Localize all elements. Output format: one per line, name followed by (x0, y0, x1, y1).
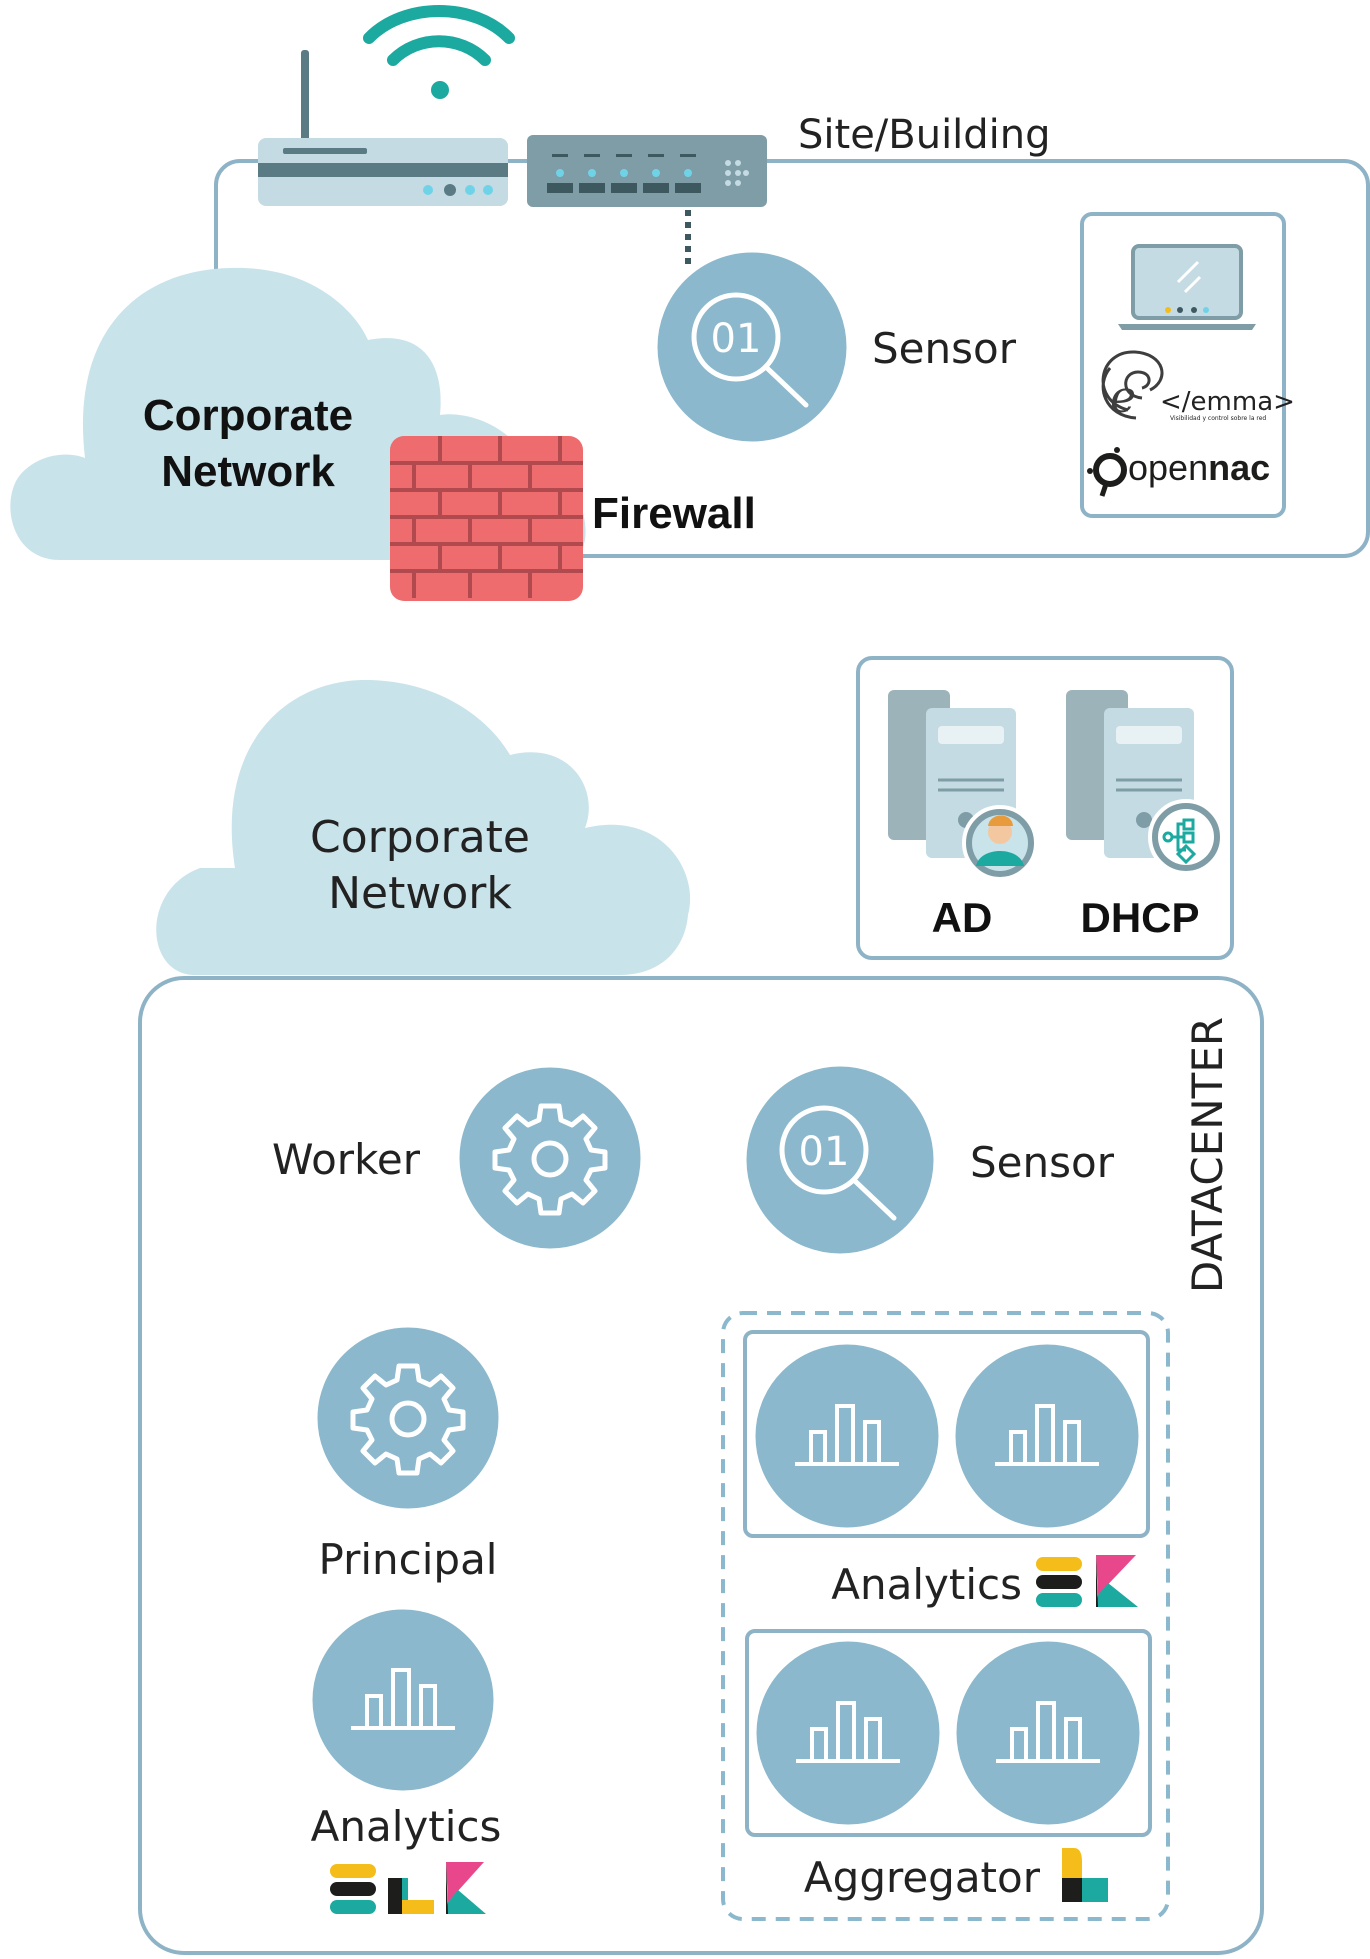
site-building-title: Site/Building (798, 112, 1051, 158)
firewall-icon (390, 436, 583, 601)
analytics-node (309, 1606, 497, 1794)
opennac-logo-text-regular: open (1128, 447, 1208, 488)
emma-logo-tagline: Visibilidad y control sobre la red (1170, 415, 1266, 422)
site-sensor-label: Sensor (872, 324, 1017, 373)
corporate-network-label-line2: Network (328, 868, 512, 919)
emma-logo-icon: e </emma> Visibilidad y control sobre la… (1101, 350, 1295, 423)
site-sensor-code: 01 (711, 316, 762, 362)
switch-icon (527, 135, 767, 207)
analytics-cluster-frame (721, 1311, 1170, 1921)
principal-label: Principal (319, 1535, 498, 1584)
site-cloud-label-line2: Network (161, 447, 335, 496)
wifi-icon (363, 5, 515, 99)
cluster-analytics-label: Analytics (831, 1560, 1022, 1609)
ad-server-icon (888, 690, 1038, 881)
datacenter-sensor-code: 01 (799, 1129, 850, 1175)
analytics-elk-logo-icon (330, 1862, 486, 1914)
aggregator-cluster-box (745, 1629, 1152, 1837)
datacenter-sensor-label: Sensor (970, 1138, 1115, 1187)
site-sensor-node: 01 (654, 249, 850, 445)
cluster-analytics-elk-logo-icon (1036, 1555, 1138, 1607)
logstash-logo-icon (1062, 1848, 1108, 1902)
aggregator-node-1 (753, 1638, 943, 1828)
analytics-cluster-box (743, 1330, 1150, 1538)
cluster-aggregator-label: Aggregator (804, 1853, 1041, 1902)
cluster-analytics-node-2 (952, 1341, 1142, 1531)
datacenter-title: DATACENTER (1183, 1017, 1232, 1293)
corporate-network-label-line1: Corporate (310, 812, 530, 863)
aggregator-node-2 (953, 1638, 1143, 1828)
analytics-label: Analytics (311, 1802, 502, 1851)
datacenter-sensor-node: 01 (743, 1063, 937, 1257)
opennac-logo-text-bold: nac (1208, 447, 1270, 488)
svg-text:e: e (1110, 372, 1136, 423)
worker-label: Worker (272, 1135, 421, 1184)
dhcp-label: DHCP (1080, 894, 1199, 941)
opennac-logo-icon: opennac (1087, 447, 1270, 497)
corporate-network-cloud (156, 680, 691, 975)
principal-node (314, 1324, 502, 1512)
emma-logo-text: </emma> (1160, 387, 1295, 417)
ad-label: AD (932, 894, 993, 941)
router-icon (258, 50, 508, 206)
firewall-label: Firewall (592, 489, 756, 538)
cluster-analytics-node-1 (752, 1341, 942, 1531)
laptop-icon (1118, 244, 1256, 330)
site-cloud-label-line1: Corporate (143, 391, 353, 440)
datacenter-frame (138, 976, 1264, 1955)
worker-node (456, 1064, 644, 1252)
svg-text:opennac: opennac (1128, 447, 1270, 488)
dhcp-server-icon (1066, 690, 1224, 875)
